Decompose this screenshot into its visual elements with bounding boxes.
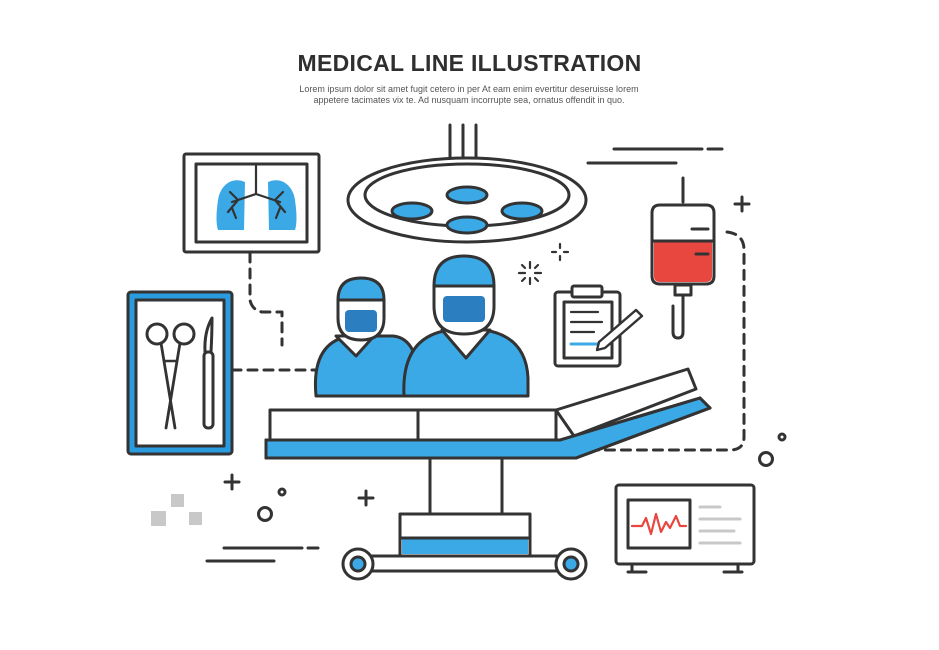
pixel-squares bbox=[151, 494, 202, 526]
surgeon-icon-2 bbox=[402, 254, 530, 398]
connector-lines bbox=[230, 230, 746, 452]
heart-monitor-icon bbox=[614, 483, 756, 574]
operating-table-icon bbox=[264, 367, 712, 581]
iv-drip-bag-icon bbox=[650, 176, 716, 340]
surgical-lamp-icon bbox=[346, 123, 588, 244]
scissors-icon bbox=[145, 322, 196, 430]
x-ray-lungs-icon bbox=[182, 152, 321, 254]
sparkle-icon bbox=[517, 242, 570, 286]
surgeon-icon bbox=[313, 276, 420, 398]
page-subtitle: Lorem ipsum dolor sit amet fugit cetero … bbox=[269, 84, 669, 106]
surgical-tools-tray-icon bbox=[126, 290, 234, 456]
scalpel-icon bbox=[202, 316, 215, 430]
circle-icon bbox=[257, 432, 787, 522]
plus-icon bbox=[223, 195, 751, 507]
page-title: MEDICAL LINE ILLUSTRATION bbox=[297, 50, 642, 76]
clipboard-icon bbox=[553, 284, 644, 368]
decorative-lines bbox=[205, 147, 724, 563]
subtitle-line-1: Lorem ipsum dolor sit amet fugit cetero … bbox=[299, 84, 639, 94]
subtitle-line-2: appetere tacimates vix te. Ad nusquam in… bbox=[313, 95, 625, 105]
